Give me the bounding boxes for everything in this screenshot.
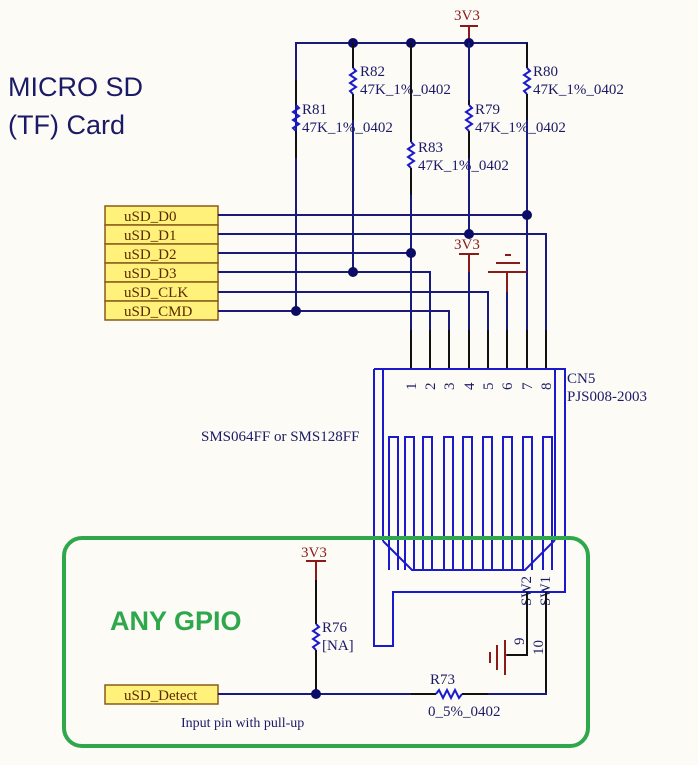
contact-finger bbox=[388, 436, 399, 570]
r81-ref: R81 bbox=[302, 102, 327, 118]
pin-number: 2 bbox=[423, 383, 439, 391]
detect-note: Input pin with pull-up bbox=[181, 716, 304, 731]
contact-finger bbox=[522, 436, 533, 570]
r80-value: 47K_1%_0402 bbox=[533, 82, 624, 98]
svg-text:3V3: 3V3 bbox=[301, 545, 327, 561]
contact-finger bbox=[443, 436, 454, 570]
ground-icon-sw bbox=[489, 640, 507, 675]
pin-number: 3 bbox=[442, 383, 458, 391]
r73-ref: R73 bbox=[430, 672, 455, 688]
svg-text:uSD_CMD: uSD_CMD bbox=[124, 304, 193, 320]
port-usd-d0: uSD_D0 bbox=[104, 205, 219, 226]
port-usd-d3: uSD_D3 bbox=[104, 262, 219, 283]
port-usd-cmd: uSD_CMD bbox=[104, 300, 219, 321]
card-note: SMS064FF or SMS128FF bbox=[201, 429, 359, 445]
contact-finger bbox=[422, 436, 433, 570]
pin-number: 5 bbox=[481, 383, 497, 391]
port-usd-clk: uSD_CLK bbox=[104, 281, 219, 302]
r73-value: 0_5%_0402 bbox=[428, 704, 501, 720]
wire-d3 bbox=[218, 271, 431, 330]
pin-number: 7 bbox=[520, 382, 536, 390]
svg-text:uSD_CLK: uSD_CLK bbox=[124, 285, 188, 301]
sw2-label: SW2 bbox=[519, 576, 535, 606]
power-3v3-r76: 3V3 bbox=[301, 545, 327, 580]
port-usd-detect: uSD_Detect bbox=[104, 684, 219, 705]
r79-ref: R79 bbox=[475, 102, 500, 118]
contact-finger bbox=[542, 436, 553, 570]
gpio-highlight-box bbox=[62, 536, 590, 748]
card-contacts bbox=[388, 436, 553, 570]
gpio-label: ANY GPIO bbox=[110, 606, 242, 636]
connector-ref: CN5 bbox=[567, 371, 595, 387]
resistor-r76 bbox=[311, 623, 321, 651]
pin-number: 6 bbox=[500, 382, 516, 390]
resistor-r80 bbox=[522, 67, 532, 95]
r82-value: 47K_1%_0402 bbox=[360, 82, 451, 98]
port-usd-d2: uSD_D2 bbox=[104, 243, 219, 264]
r79-value: 47K_1%_0402 bbox=[475, 120, 566, 136]
svg-text:uSD_D0: uSD_D0 bbox=[124, 209, 177, 225]
ground-icon bbox=[488, 254, 527, 330]
wire-clk bbox=[218, 291, 489, 330]
pin-10-label: 10 bbox=[531, 640, 547, 655]
resistor-r82 bbox=[348, 67, 358, 95]
contact-finger bbox=[404, 436, 415, 570]
contact-finger bbox=[502, 436, 513, 570]
svg-text:uSD_D3: uSD_D3 bbox=[124, 266, 177, 282]
title-line-2: (TF) Card bbox=[8, 110, 125, 140]
contact-finger bbox=[482, 436, 493, 570]
pin-number: 1 bbox=[404, 383, 420, 391]
r83-ref: R83 bbox=[418, 140, 443, 156]
r80-ref: R80 bbox=[533, 64, 558, 80]
port-usd-d1: uSD_D1 bbox=[104, 224, 219, 245]
r76-value: [NA] bbox=[322, 638, 354, 654]
r81-value: 47K_1%_0402 bbox=[302, 120, 393, 136]
wire-cmd bbox=[218, 310, 450, 330]
sw1-label: SW1 bbox=[538, 576, 554, 606]
title-line-1: MICRO SD bbox=[8, 72, 143, 102]
pin-number: 8 bbox=[539, 383, 555, 391]
svg-text:uSD_Detect: uSD_Detect bbox=[124, 688, 198, 704]
r76-ref: R76 bbox=[322, 620, 348, 636]
resistor-r79 bbox=[464, 104, 474, 132]
power-label: 3V3 bbox=[454, 8, 480, 24]
pin-9-label: 9 bbox=[512, 638, 528, 646]
connector-cn5 bbox=[373, 368, 566, 647]
pin-number: 4 bbox=[462, 382, 478, 390]
r83-value: 47K_1%_0402 bbox=[418, 158, 509, 174]
svg-text:3V3: 3V3 bbox=[454, 237, 480, 253]
svg-text:uSD_D1: uSD_D1 bbox=[124, 228, 177, 244]
resistor-r73 bbox=[435, 687, 463, 701]
r82-ref: R82 bbox=[360, 64, 385, 80]
resistor-r81 bbox=[291, 104, 301, 132]
svg-text:uSD_D2: uSD_D2 bbox=[124, 247, 177, 263]
contact-finger bbox=[462, 436, 473, 570]
connector-part: PJS008-2003 bbox=[567, 389, 647, 405]
power-3v3-top: 3V3 bbox=[454, 8, 480, 42]
power-3v3-pin4: 3V3 bbox=[454, 237, 480, 330]
resistor-r83 bbox=[406, 141, 416, 169]
wire-d1 bbox=[218, 233, 547, 330]
